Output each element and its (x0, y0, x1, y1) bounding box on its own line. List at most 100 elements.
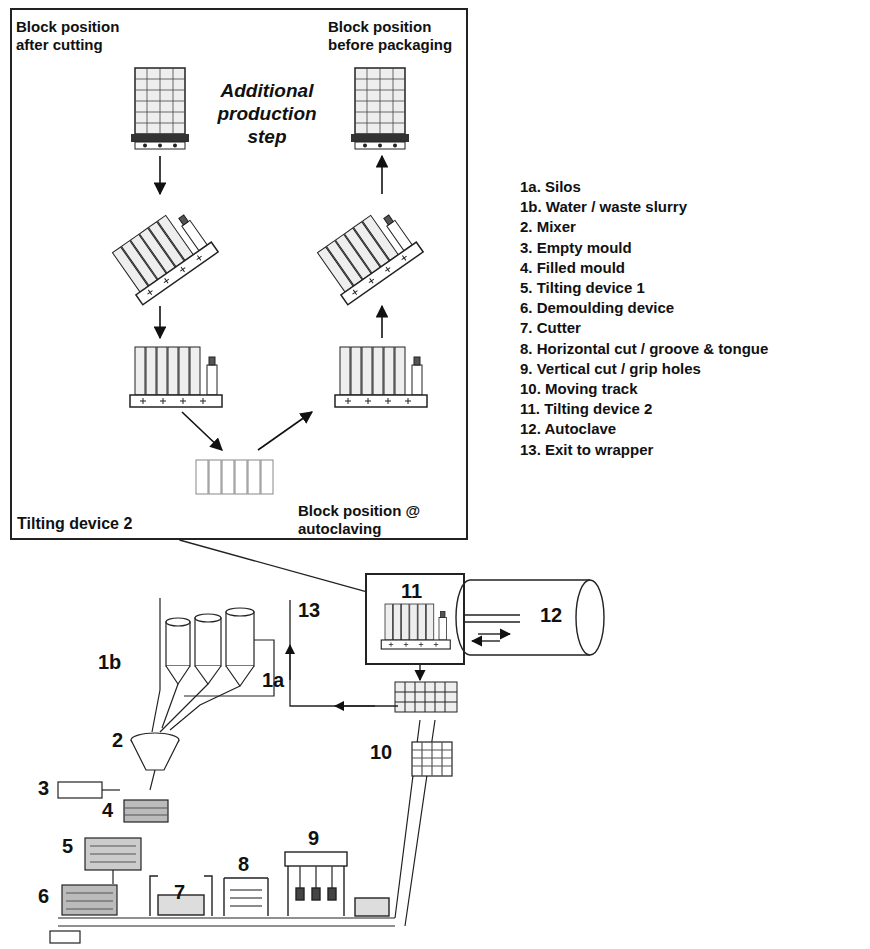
cutter (150, 876, 212, 916)
callout-number: 1a (262, 668, 284, 692)
horizontal-cutter (224, 878, 268, 916)
silos (166, 622, 190, 666)
legend-entry: 8. Horizontal cut / groove & tongue (520, 340, 768, 358)
block-position-figure (196, 460, 273, 494)
legend-entry: 10. Moving track (520, 380, 638, 398)
legend-entry: 9. Vertical cut / grip holes (520, 360, 701, 378)
silos (184, 640, 274, 696)
block-position-figure (261, 460, 273, 494)
moving-track-device (412, 742, 452, 776)
legend-entry: 11. Tilting device 2 (520, 400, 652, 418)
moulds (124, 808, 168, 815)
callout-number: 7 (174, 880, 185, 904)
autoclave (576, 580, 604, 655)
tilting-device-1 (85, 838, 141, 870)
silos (166, 666, 190, 684)
block-stack (395, 682, 457, 712)
callout-number: 13 (298, 598, 320, 622)
moulds (102, 789, 120, 790)
inset-panel: Block position after cuttingAdditional p… (10, 8, 468, 540)
moving-track-device (412, 742, 452, 776)
demoulding-device (66, 893, 113, 909)
block-position-figure (335, 347, 427, 407)
block-position-figure (235, 460, 247, 494)
panel-heading: Block position before packaging (328, 18, 462, 54)
vertical-cutter (288, 866, 344, 916)
autoclave (456, 580, 604, 655)
callout-number: 11 (401, 579, 422, 603)
block-position-figure (248, 460, 260, 494)
tilting-device-2-figure (381, 604, 450, 649)
cutter (150, 876, 212, 916)
horizontal-cutter (230, 890, 262, 906)
flow-arrow (381, 306, 383, 338)
legend-entry: 6. Demoulding device (520, 299, 674, 317)
legend-entry: 7. Cutter (520, 319, 581, 337)
callout-number: 5 (62, 834, 73, 858)
autoclave (478, 633, 510, 634)
tilting-device-1 (112, 870, 113, 884)
callout-number: 10 (370, 740, 392, 764)
legend-entry: 12. Autoclave (520, 420, 616, 438)
callout-number: 6 (38, 884, 49, 908)
demoulding-device (62, 885, 117, 915)
legend-entry: 4. Filled mould (520, 259, 625, 277)
silos (226, 666, 254, 686)
callout-number: 9 (308, 826, 319, 850)
flow-arrow (258, 412, 312, 450)
vertical-cutter (328, 888, 336, 900)
legend-entry: 1a. Silos (520, 178, 581, 196)
callout-number: 3 (38, 776, 49, 800)
vertical-cutter (312, 888, 320, 900)
callout-number: 8 (238, 852, 249, 876)
block-position-figure (313, 203, 423, 305)
flow-arrow (159, 156, 161, 194)
block-position-figure (222, 460, 234, 494)
silos (152, 598, 274, 732)
flow-arrow (381, 156, 383, 194)
step-caption: Additional production step (202, 80, 332, 148)
vertical-cutter (285, 852, 347, 866)
silos (226, 612, 254, 666)
silos (195, 614, 221, 622)
mixer (131, 740, 179, 770)
legend-entry: 13. Exit to wrapper (520, 441, 653, 459)
moulds (58, 782, 168, 822)
callout-number: 12 (540, 603, 562, 627)
block-stack (395, 665, 457, 712)
legend-entry: 3. Empty mould (520, 239, 632, 257)
position-caption: Block position @ autoclaving (298, 502, 428, 538)
demoulding-device (50, 885, 117, 943)
mixer (150, 770, 155, 790)
autoclave (465, 615, 520, 622)
conveyor (58, 918, 395, 926)
conveyor (58, 720, 435, 926)
block-position-figure (351, 68, 409, 149)
panel-title: Tilting device 2 (17, 514, 167, 533)
moving-track-device (412, 742, 452, 776)
legend-entry: 1b. Water / waste slurry (520, 198, 687, 216)
legend-entry: 2. Mixer (520, 218, 576, 236)
vertical-cutter (296, 888, 304, 900)
leader-connector (179, 540, 365, 591)
callout-number: 4 (102, 798, 113, 822)
tilting-device-2-figure (381, 604, 450, 649)
block-stack (395, 682, 457, 712)
silos (226, 608, 254, 616)
panel-heading: Block position after cutting (16, 18, 146, 54)
moulds (124, 800, 168, 822)
silos (152, 684, 240, 732)
block-position-figure (131, 68, 189, 149)
silos (195, 618, 221, 666)
silos (166, 618, 190, 626)
flow-arrow (182, 412, 222, 450)
silos (195, 666, 221, 684)
horizontal-cutter (224, 878, 268, 916)
callout-number: 2 (112, 728, 123, 752)
demoulding-device (50, 931, 80, 943)
block-position-figure (196, 460, 208, 494)
autoclave (470, 580, 590, 655)
block-position-figure (130, 347, 222, 407)
